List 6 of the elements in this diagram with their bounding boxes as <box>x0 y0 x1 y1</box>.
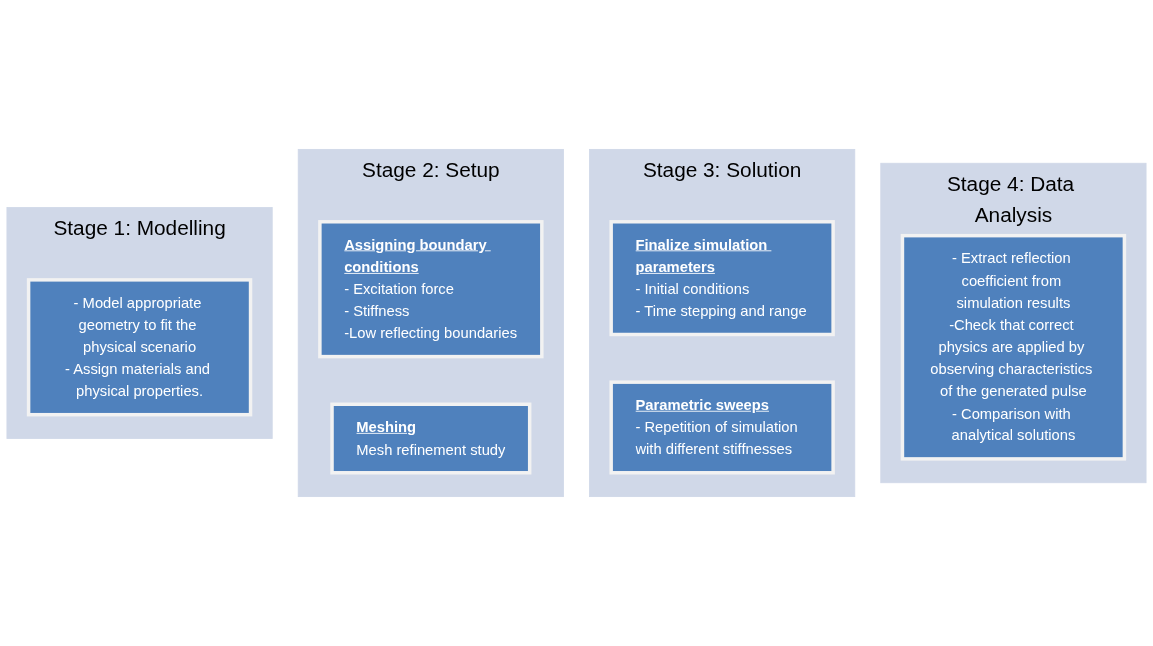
node-box: - Model appropriate geometry to fit the physical scenario - Assign materials and physical properties. <box>26 278 253 417</box>
node-box: Assigning boundary conditions - Excitation force - Stiffness -Low reflecting boundaries <box>318 220 544 359</box>
node-box: Meshing Mesh refinement study <box>330 402 532 475</box>
node-box: Finalize simulation parameters - Initial conditions - Time stepping and range <box>609 220 835 337</box>
node-box: Parametric sweeps - Repetition of simulation with different stiffnesses <box>609 380 835 475</box>
node-box: - Extract reflection coefficient from simulation results -Check that correct physics are applied by observing characteristics of the generated pulse - Comparison with analytical solutions <box>900 233 1127 461</box>
